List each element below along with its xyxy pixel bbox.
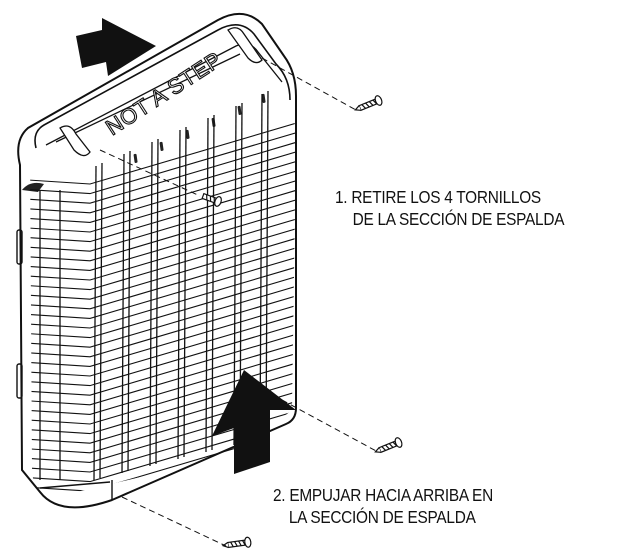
unit-top-lid [22,27,283,192]
grille-louvre [30,313,296,377]
grille-louvre [30,169,296,233]
grille-rib [205,117,209,453]
grille-louvre [30,227,296,291]
grille-louvre [30,159,296,223]
grille-rib [259,93,263,439]
grille-louvre [30,371,296,435]
grille-louvre [30,121,296,185]
grille-rib [127,150,131,472]
grille-rib [93,165,97,481]
step-1-line-1: 1. RETIRE LOS 4 TORNILLOS [335,187,541,207]
screw-icon [221,536,252,549]
grille-louvre [30,342,296,406]
push-arrow-top [76,18,156,76]
step-1-text: 1. RETIRE LOS 4 TORNILLOS DE LA SECCIÓN … [335,186,564,230]
grille-rib [233,105,237,446]
grille-louvre [30,419,296,483]
grille-louvre [30,150,296,214]
grille-louvre [30,140,296,204]
grille-louvre [30,284,296,348]
grille-louvre [30,351,296,415]
grille-louvre [30,179,296,243]
grille-louvre [30,188,296,252]
grille-rib [177,129,181,460]
grille-louvre [30,303,296,367]
grille-louvre [30,207,296,271]
screw-icon [201,192,222,207]
grille-louvre [30,323,296,387]
grille-louvre [30,255,296,319]
step-2-line-2: LA SECCIÓN DE ESPALDA [288,507,476,527]
grille-louvre [30,131,296,195]
step-2-text: 2. EMPUJAR HACIA ARRIBA EN LA SECCIÓN DE… [273,484,493,528]
step-1-line-2: DE LA SECCIÓN DE ESPALDA [352,209,565,229]
grille-rib [265,90,269,437]
grille-louvre [30,246,296,310]
grille-rib [155,138,159,465]
grille-louvre [30,198,296,262]
grille-louvre [30,217,296,281]
screw-icon [374,437,403,454]
grille-rib [99,162,103,479]
grille-louvre [30,332,296,396]
grille-rib [211,114,215,451]
step-2-line-1: 2. EMPUJAR HACIA ARRIBA EN [273,485,493,505]
grille-louvre [30,265,296,329]
grille-rib [183,126,187,458]
grille-louvre [30,275,296,339]
push-up-arrow [212,370,296,474]
grille-louvre [30,361,296,425]
screw-icon [354,95,383,112]
grille-louvre [30,409,296,473]
screw-guide-lines [99,57,379,547]
side-slots [16,229,23,399]
grille-rib [149,141,153,467]
grille-louvre [30,294,296,358]
grille-rib [121,153,125,474]
grille-louvre [30,236,296,300]
